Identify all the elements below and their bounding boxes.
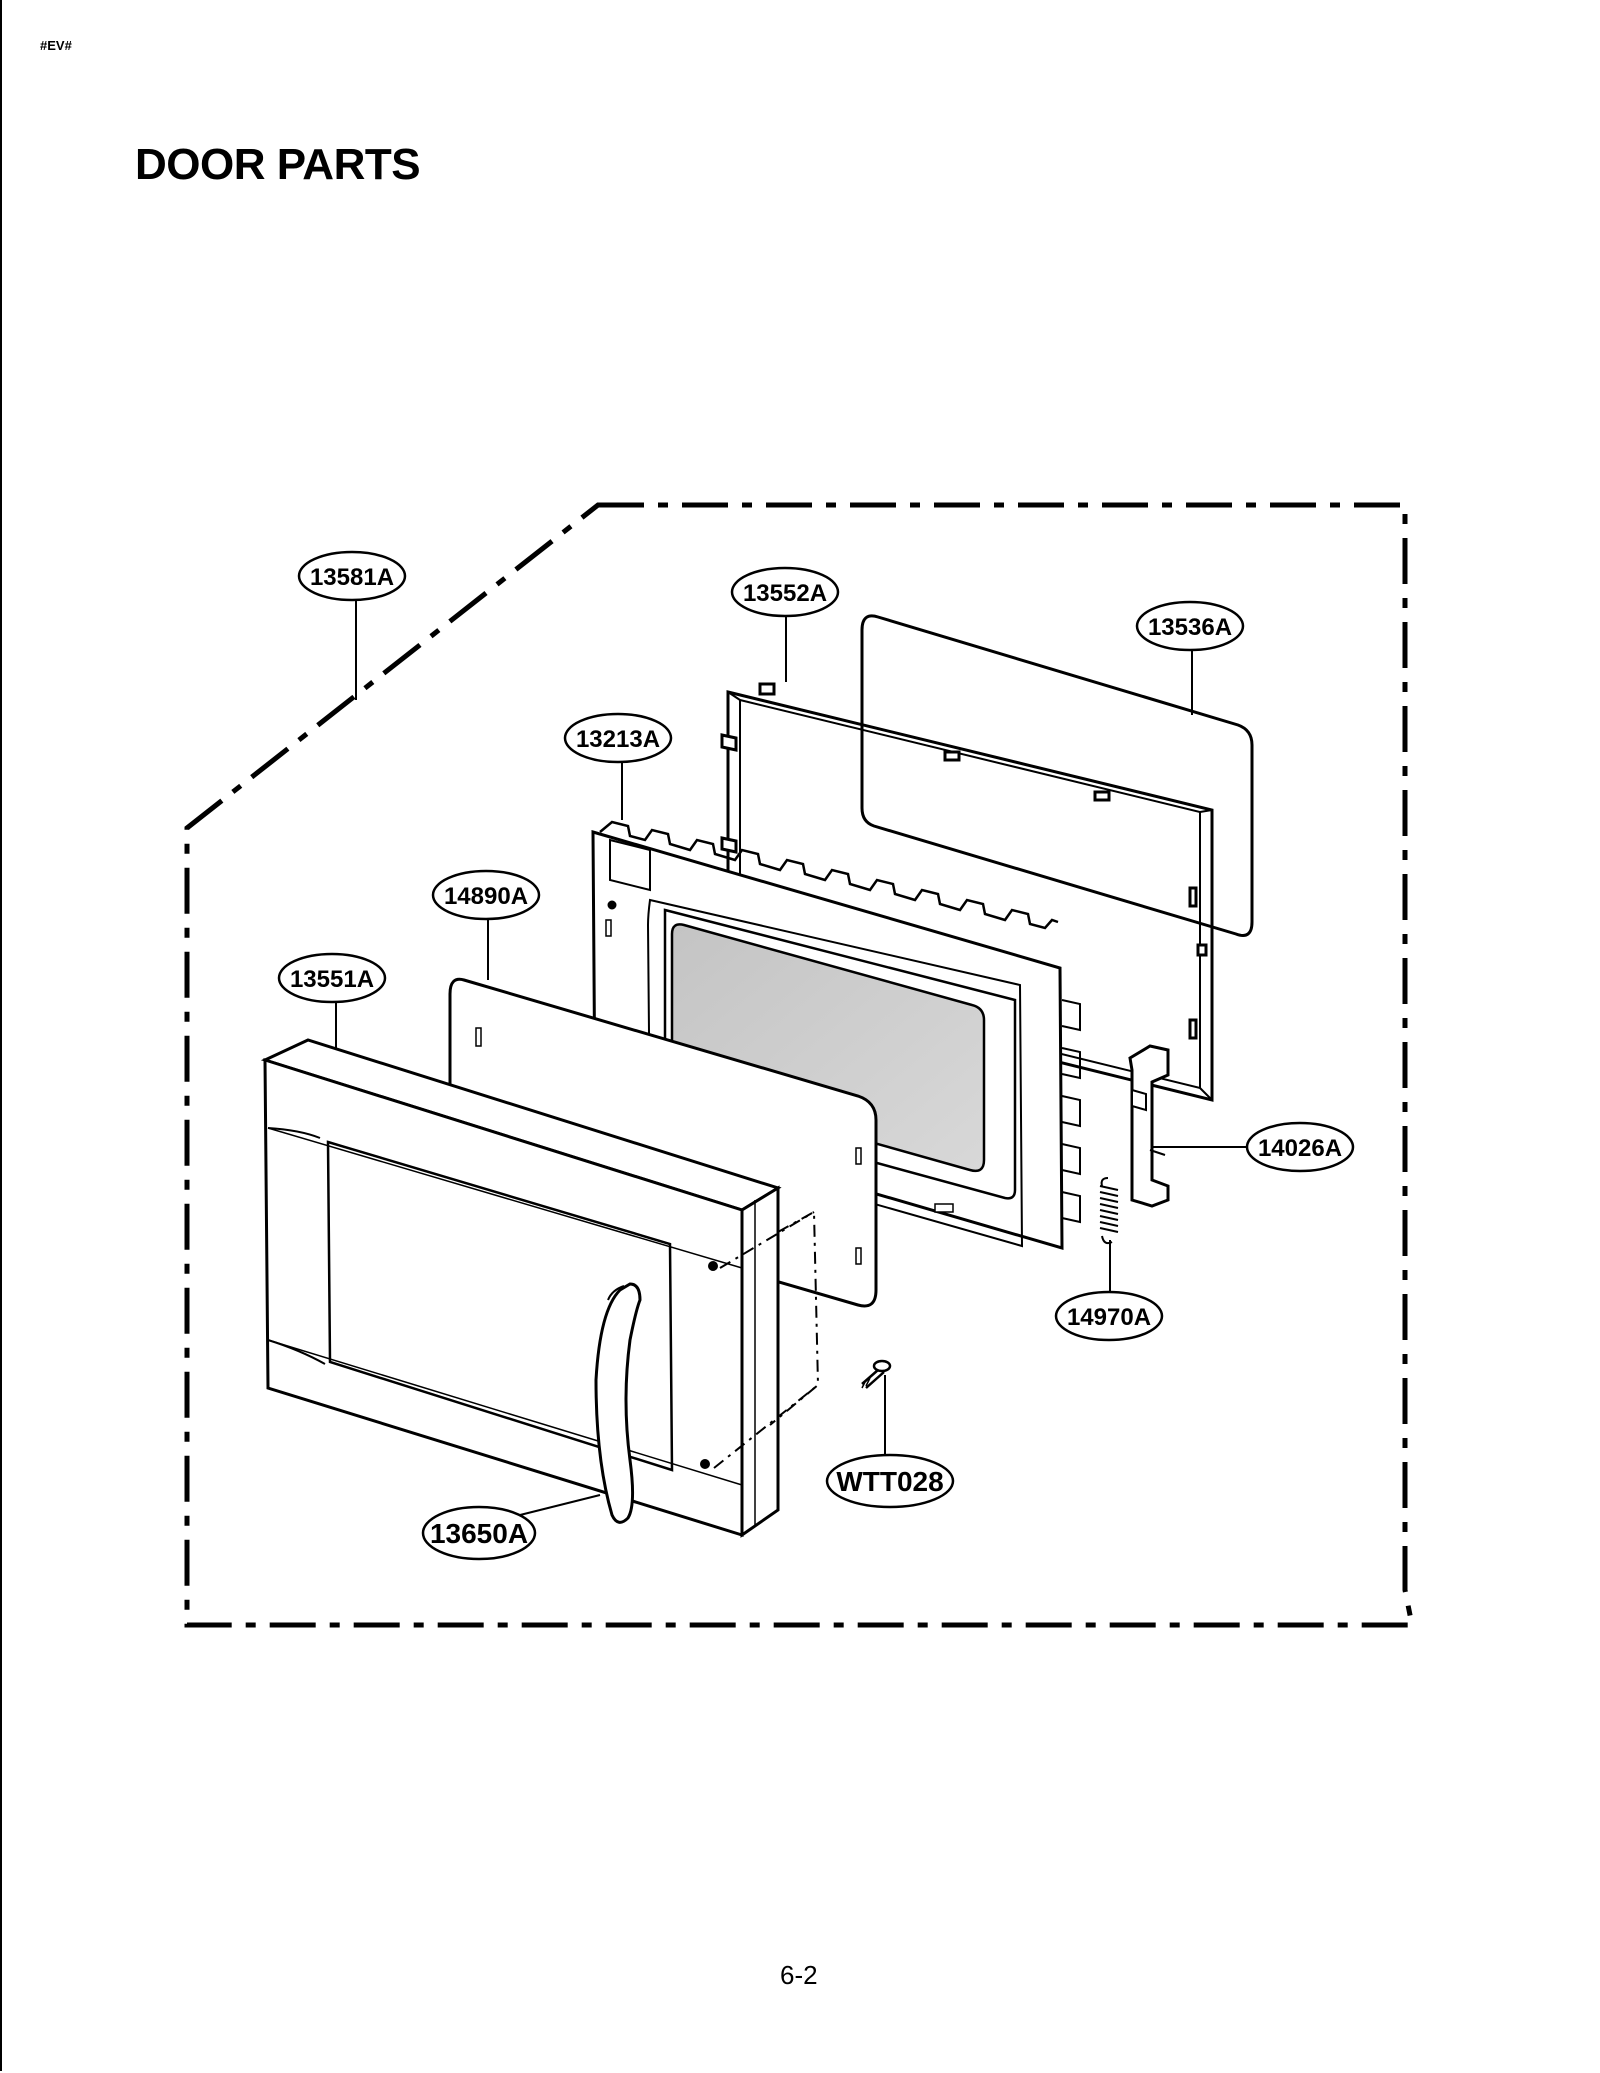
callout-13581A (297, 550, 407, 602)
part-13650A-shape (594, 1282, 642, 1524)
part-13552A-shape (720, 682, 1214, 1102)
callout-13536A (1135, 600, 1245, 652)
assembly-boundary (184, 502, 1416, 1628)
callouts (277, 550, 1355, 1561)
page-title: DOOR PARTS (135, 140, 421, 189)
callout-14970A (1054, 1290, 1164, 1342)
callout-label-13551A: 13551A (290, 966, 374, 993)
leader-lines (335, 600, 1250, 1516)
page-number: 6-2 (780, 1960, 818, 1990)
part-WTT028-shape (861, 1359, 892, 1389)
callout-14890A (431, 869, 541, 921)
part-13536A-shape (860, 614, 1254, 937)
callout-label-14026A: 14026A (1258, 1135, 1342, 1162)
callout-label-13552A: 13552A (743, 580, 827, 607)
callout-label-14890A: 14890A (444, 883, 528, 910)
alignment-lines (713, 1210, 820, 1469)
part-14026A-shape (1128, 1044, 1170, 1208)
callout-13650A (421, 1505, 537, 1561)
callout-label-14970A: 14970A (1067, 1304, 1151, 1331)
part-14970A-shape (1099, 1177, 1119, 1245)
callout-label-13581A: 13581A (310, 564, 394, 591)
callout-13552A (730, 566, 840, 618)
callout-WTT028 (825, 1453, 955, 1509)
callout-label-13650A: 13650A (430, 1518, 528, 1549)
callout-label-13213A: 13213A (576, 726, 660, 753)
callout-13213A (563, 712, 673, 764)
header-code: #EV# (40, 38, 72, 53)
callout-label-13536A: 13536A (1148, 614, 1232, 641)
callout-13551A (277, 952, 387, 1004)
callout-label-WTT028: WTT028 (836, 1466, 943, 1497)
callout-14026A (1245, 1121, 1355, 1173)
